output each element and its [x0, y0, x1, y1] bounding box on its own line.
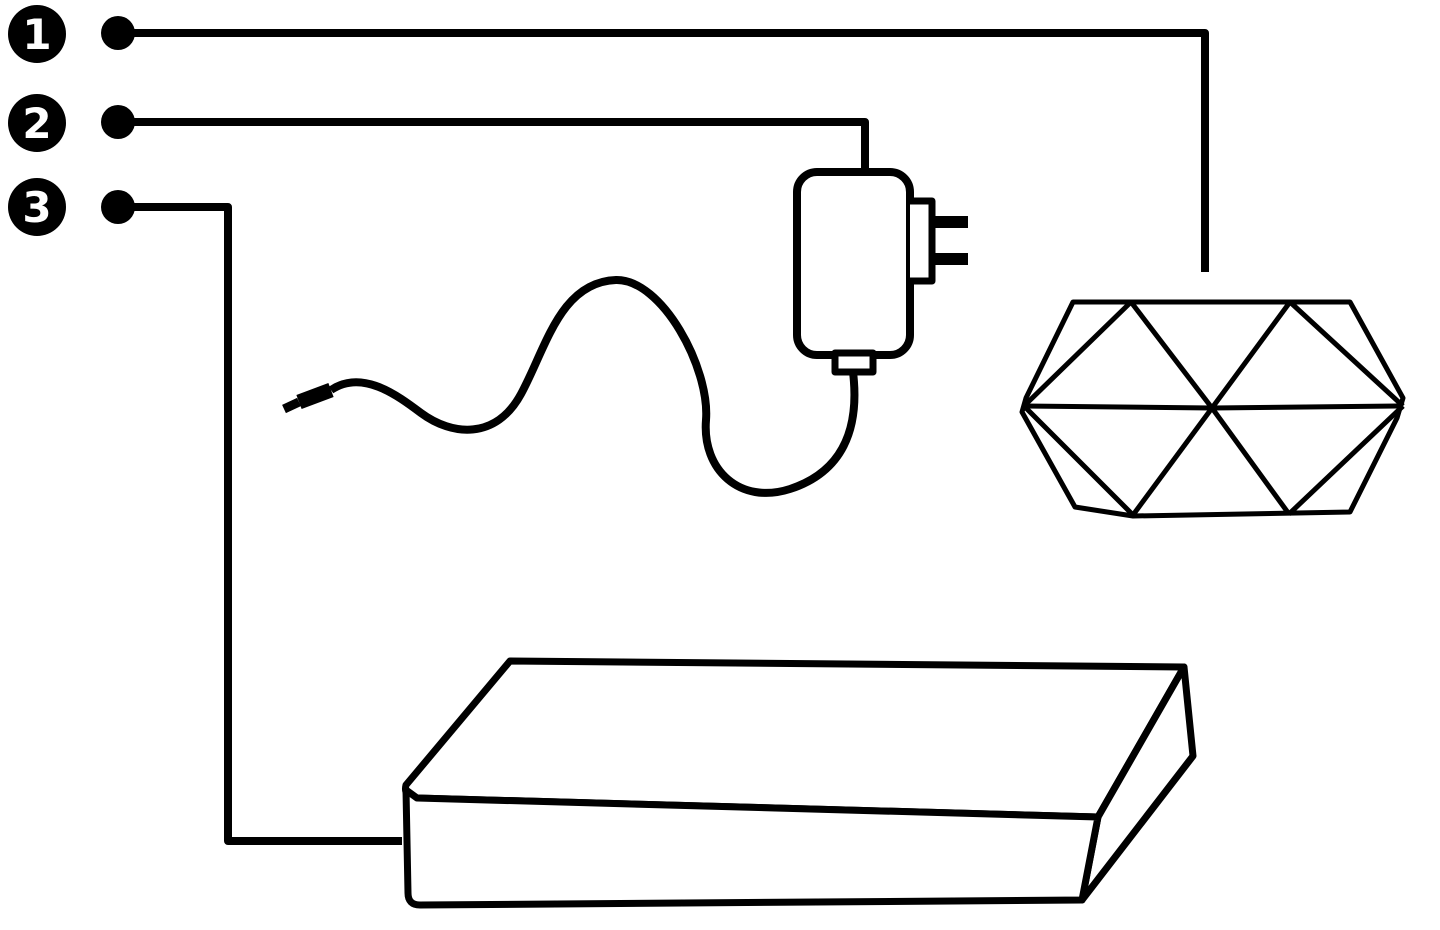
base-box-top-face — [402, 657, 1188, 821]
callout-badge-3: 3 — [8, 178, 66, 236]
leader-line-2 — [101, 105, 869, 170]
base-box-illustration — [402, 657, 1197, 909]
leader-line-3 — [101, 190, 402, 845]
callout-label-1: 1 — [22, 9, 52, 59]
leader-dot-1 — [101, 16, 135, 50]
light-panel-illustration — [1019, 299, 1406, 519]
callout-label-3: 3 — [22, 182, 52, 232]
callout-label-2: 2 — [22, 98, 52, 148]
facet-line-bottom-left — [1130, 406, 1215, 517]
leader-dot-3 — [101, 190, 135, 224]
facet-line-top-right — [1209, 300, 1293, 410]
callout-badge-2: 2 — [8, 94, 66, 152]
facet-line-left-lower — [1022, 404, 1135, 517]
base-box-front-face — [402, 786, 1102, 909]
power-adapter-plug-block — [910, 197, 936, 285]
facet-line-left-upper — [1022, 300, 1133, 408]
power-adapter-body — [793, 168, 914, 359]
facet-line-right-upper — [1288, 300, 1405, 408]
facet-line-right-lower — [1287, 404, 1405, 516]
callout-badge-1: 1 — [8, 5, 66, 63]
facet-line-bottom-right — [1209, 406, 1292, 516]
power-adapter-illustration — [282, 168, 968, 497]
cable-strain-relief — [831, 349, 877, 376]
facet-line-top-left — [1129, 300, 1214, 410]
leader-line-1 — [101, 16, 1209, 272]
leader-dot-2 — [101, 105, 135, 139]
power-cable — [328, 275, 859, 497]
usb-connector-tip — [282, 397, 301, 414]
usb-connector — [296, 382, 334, 410]
